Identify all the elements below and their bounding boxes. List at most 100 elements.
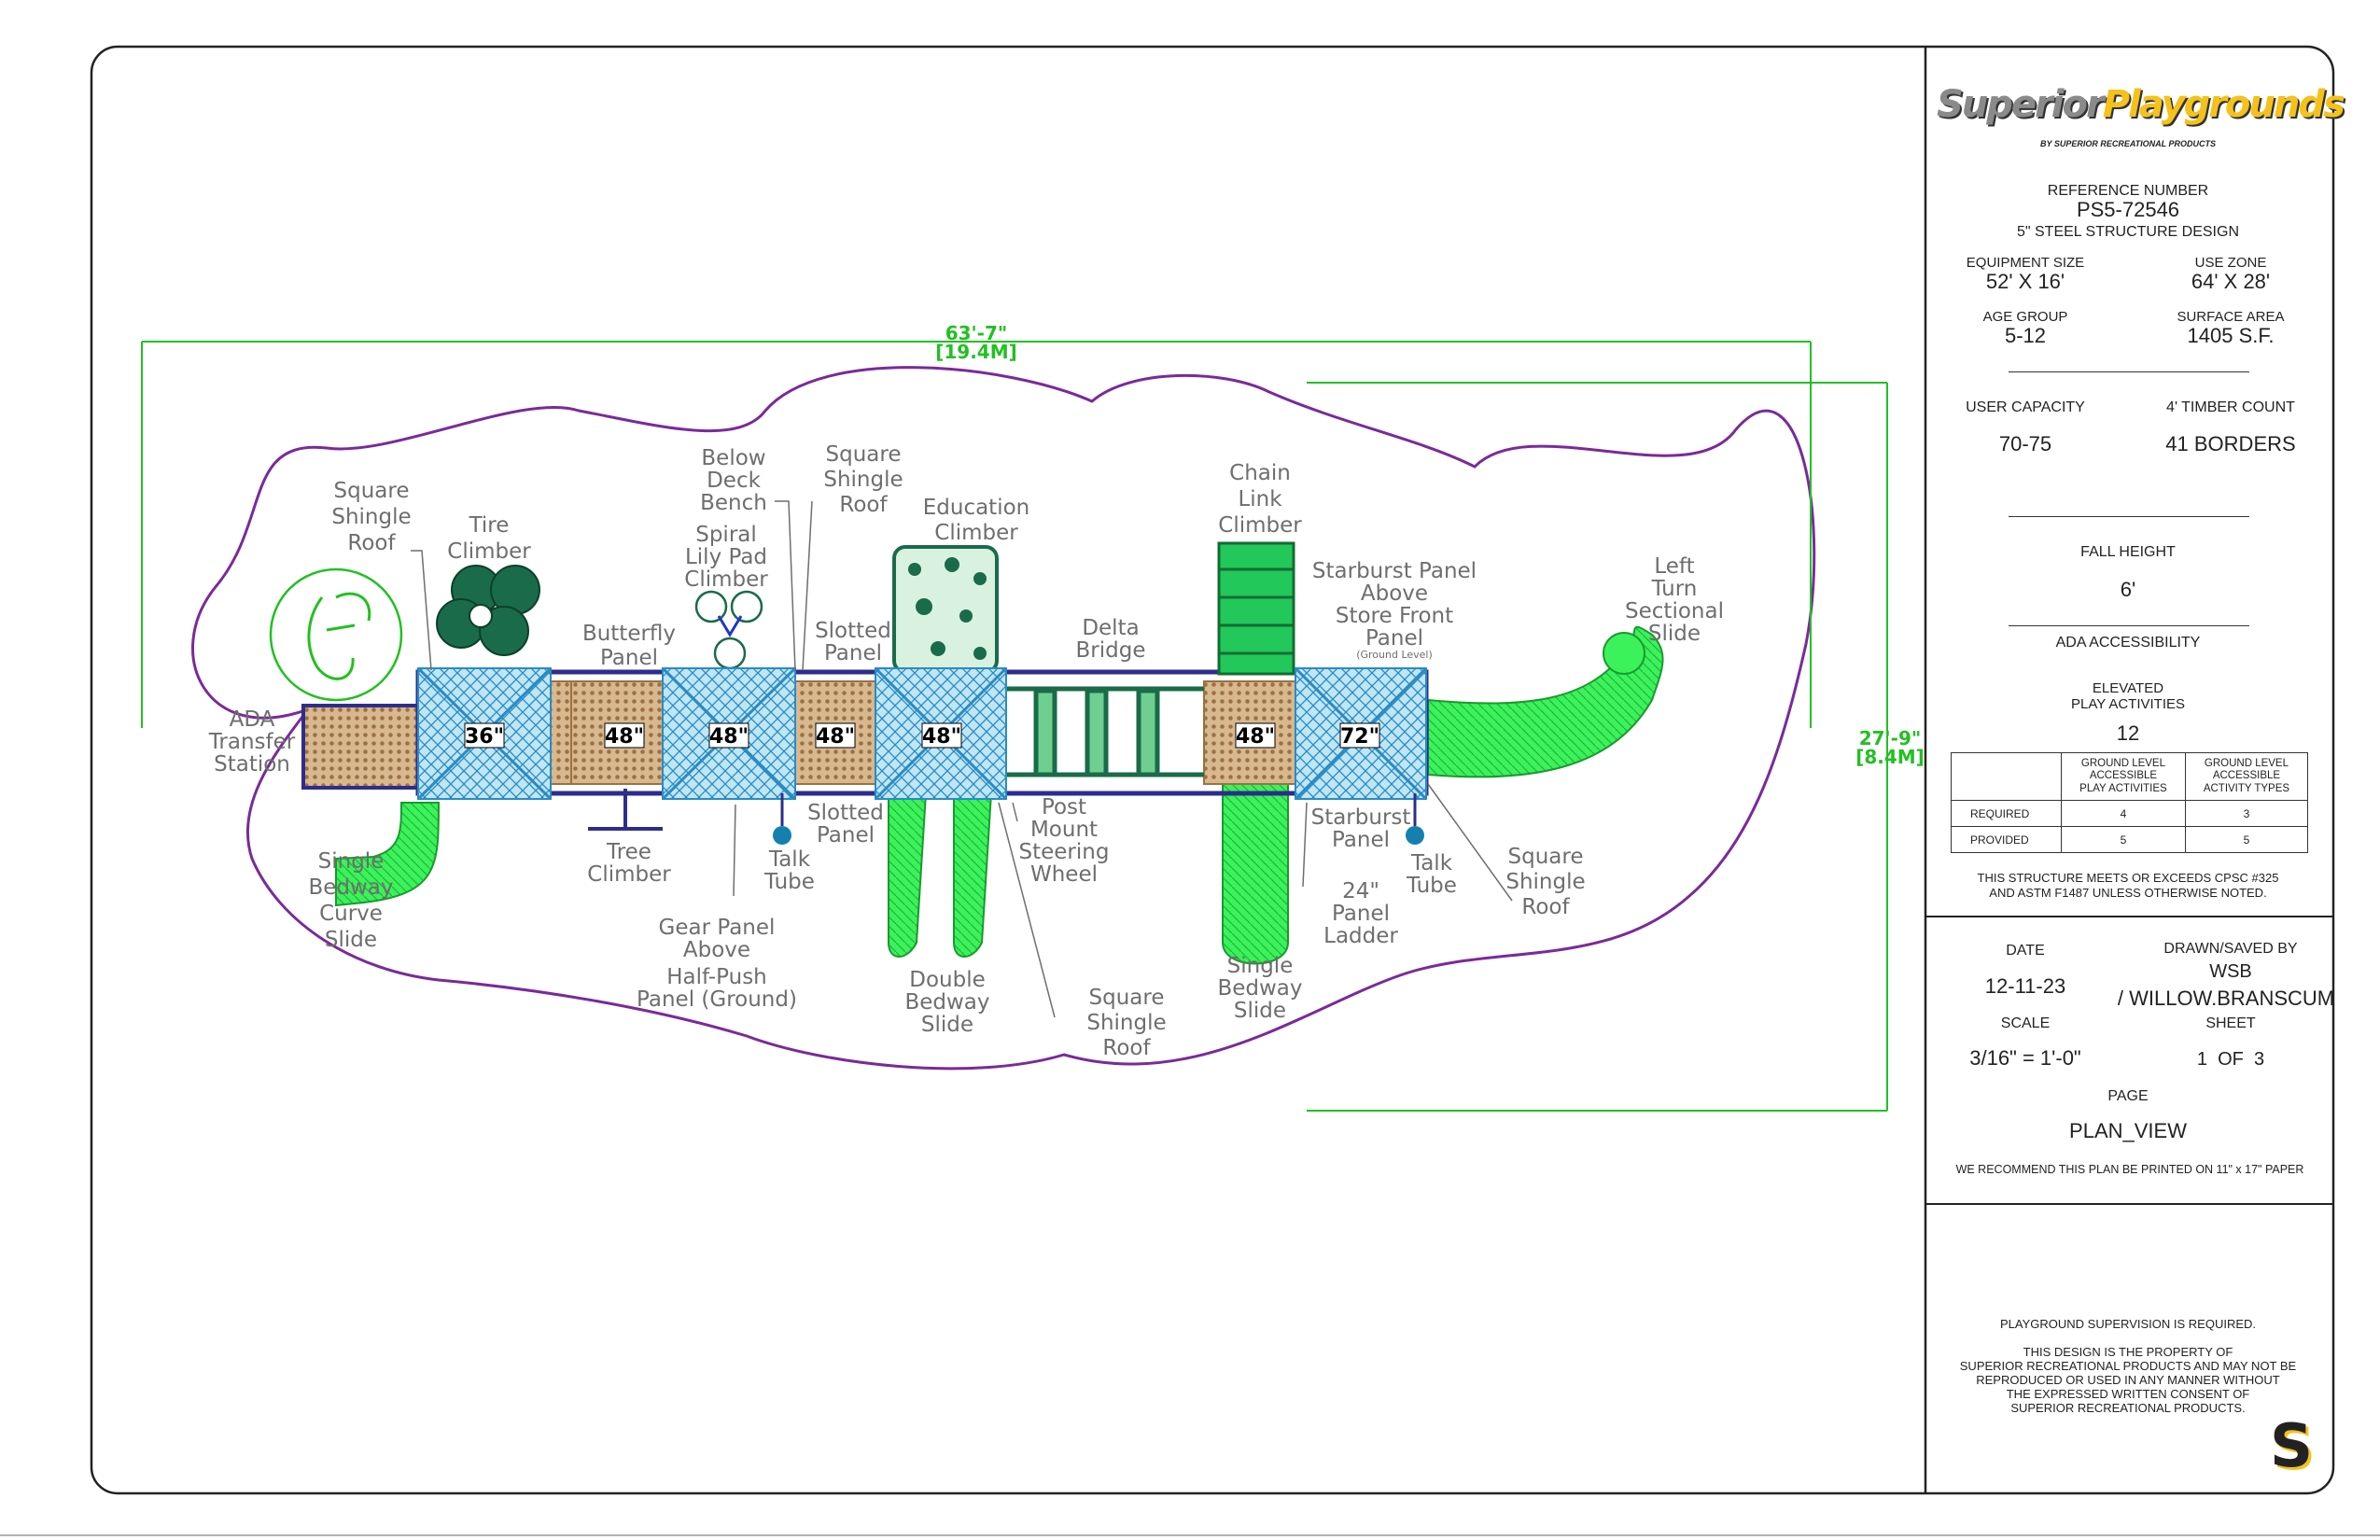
svg-text:Starburst: Starburst <box>1311 805 1411 830</box>
svg-text:Left: Left <box>1654 554 1694 579</box>
svg-text:Climber: Climber <box>1218 513 1302 538</box>
chain-link-climber <box>1217 541 1295 676</box>
play-activities-label: PLAY ACTIVITIES <box>2071 696 2185 712</box>
svg-text:Roof: Roof <box>1102 1036 1151 1060</box>
svg-text:Starburst Panel: Starburst Panel <box>1312 559 1477 583</box>
drawn-by-label: DRAWN/SAVED BY <box>2163 941 2298 957</box>
table-corner <box>1951 752 2062 801</box>
svg-text:Climber: Climber <box>587 862 671 887</box>
svg-text:Slide: Slide <box>1234 999 1286 1023</box>
deck-size-labels <box>464 722 1380 749</box>
deck-5 <box>874 666 1008 801</box>
svg-text:Store Front: Store Front <box>1336 604 1453 628</box>
date-label: DATE <box>2006 943 2045 959</box>
svg-text:Shingle: Shingle <box>331 505 411 529</box>
svg-text:Panel: Panel <box>1332 828 1390 852</box>
deck-size-label: 48" <box>709 725 749 749</box>
header-line: GROUND LEVEL <box>2204 758 2289 770</box>
double-bedway-slide <box>888 792 993 958</box>
depth-dimension <box>1307 382 1888 1112</box>
svg-text:Tube: Tube <box>763 870 815 894</box>
deck-size-label: 48" <box>816 725 855 749</box>
svg-text:Panel: Panel <box>817 823 875 847</box>
delta-bridge <box>1006 686 1204 777</box>
tb-divider <box>2009 516 2249 517</box>
sheet-value: 1 OF 3 <box>2196 1049 2265 1070</box>
svg-text:Bedway: Bedway <box>1217 976 1302 1001</box>
svg-text:Panel: Panel <box>1332 902 1390 926</box>
svg-text:Square: Square <box>826 442 902 467</box>
table-cell: 5 <box>2061 826 2186 853</box>
header-line: ACCESSIBLE <box>2212 770 2281 782</box>
svg-text:Post: Post <box>1042 795 1086 819</box>
svg-text:Talk: Talk <box>1410 851 1453 875</box>
equipment-size-label: EQUIPMENT SIZE <box>1966 255 2085 271</box>
svg-text:Roof: Roof <box>1521 895 1570 919</box>
svg-text:Slide: Slide <box>325 928 377 952</box>
date-value: 12-11-23 <box>1984 974 2066 998</box>
page-value: PLAN_VIEW <box>2069 1119 2187 1142</box>
table-row: REQUIRED 4 3 <box>1951 800 2309 827</box>
supervision-note: PLAYGROUND SUPERVISION IS REQUIRED. <box>1999 1317 2257 1331</box>
depth-dimension-m: [8.4M] <box>1855 746 1925 768</box>
tree-climber <box>588 789 663 831</box>
svg-text:ADA: ADA <box>230 707 275 732</box>
svg-text:Slide: Slide <box>921 1013 973 1037</box>
svg-text:Link: Link <box>1238 487 1282 511</box>
equipment-size-value: 52' X 16' <box>1985 270 2065 293</box>
use-zone-label: USE ZONE <box>2194 255 2267 271</box>
svg-text:Shingle: Shingle <box>1086 1011 1166 1035</box>
ada-transfer-station <box>301 704 421 790</box>
svg-text:Climber: Climber <box>684 567 768 592</box>
svg-text:Ladder: Ladder <box>1323 924 1398 948</box>
header-line: ACCESSIBLE <box>2089 770 2158 782</box>
row-label: REQUIRED <box>1951 800 2062 827</box>
svg-text:Butterfly: Butterfly <box>582 622 676 646</box>
svg-text:Education: Education <box>923 496 1030 520</box>
property-note-4: THE EXPRESSED WRITTEN CONSENT OF <box>2006 1387 2250 1401</box>
scale-value: 3/16" = 1'-0" <box>1969 1046 2081 1070</box>
talk-tube-2 <box>1406 793 1424 845</box>
table-cell: 5 <box>2184 826 2309 853</box>
svg-text:Lily Pad: Lily Pad <box>685 545 767 569</box>
svg-text:Panel (Ground): Panel (Ground) <box>637 987 797 1012</box>
fall-height-label: FALL HEIGHT <box>2080 544 2176 560</box>
elevated-value: 12 <box>2116 721 2140 745</box>
property-note-2: SUPERIOR RECREATIONAL PRODUCTS AND MAY N… <box>1959 1359 2297 1373</box>
svg-text:Bench: Bench <box>700 491 767 515</box>
fall-height-value: 6' <box>2120 578 2136 601</box>
accessibility-icon <box>269 567 403 702</box>
structure-design: 5" STEEL STRUCTURE DESIGN <box>2016 224 2239 240</box>
brand-logo: SuperiorPlaygrounds <box>1937 84 2345 125</box>
table-row: PROVIDED 5 5 <box>1951 826 2309 853</box>
svg-text:Square: Square <box>1089 986 1165 1010</box>
deck-size-label: 48" <box>1236 725 1275 749</box>
svg-text:Panel: Panel <box>824 641 882 665</box>
svg-text:Shingle: Shingle <box>1505 870 1585 894</box>
svg-text:Turn: Turn <box>1651 577 1698 601</box>
surface-area-value: 1405 S.F. <box>2187 324 2275 347</box>
user-capacity-value: 70-75 <box>1998 432 2052 455</box>
width-dimension <box>141 341 1812 728</box>
header-line: GROUND LEVEL <box>2080 758 2165 770</box>
reference-value: PS5-72546 <box>2076 198 2180 221</box>
svg-text:Climber: Climber <box>447 539 531 564</box>
svg-text:Roof: Roof <box>839 493 888 517</box>
property-note-3: REPRODUCED OR USED IN ANY MANNER WITHOUT <box>1976 1373 2280 1387</box>
svg-text:Shingle: Shingle <box>823 468 903 492</box>
svg-text:Tube: Tube <box>1406 874 1457 898</box>
deck-size-label: 36" <box>465 725 504 749</box>
